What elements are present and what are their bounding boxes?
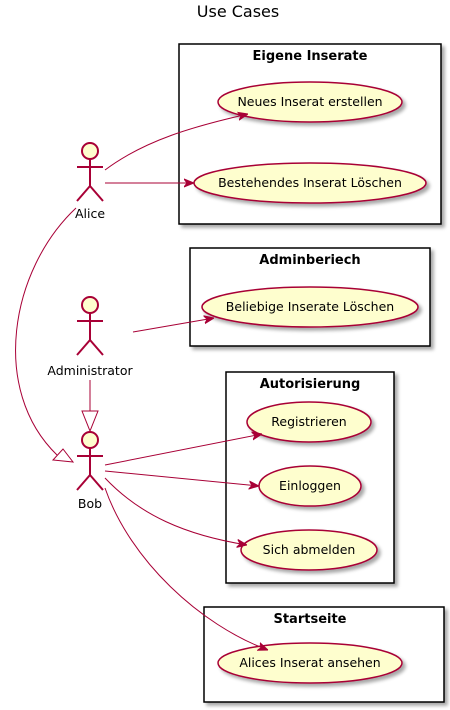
generalization-alice-bob: [15, 207, 77, 456]
usecase-sich-abmelden: Sich abmelden: [240, 529, 378, 571]
usecase-neues-inserat-erstellen: Neues Inserat erstellen: [217, 81, 403, 123]
assoc-bob-registrieren: [104, 434, 262, 466]
actor-label-administrator: Administrator: [47, 363, 133, 378]
usecase-label: Einloggen: [279, 478, 341, 493]
package-adminberiech: Adminberiech Beliebige Inserate Löschen: [189, 247, 431, 347]
usecase-label: Beliebige Inserate Löschen: [226, 299, 394, 314]
usecase-label: Bestehendes Inserat Löschen: [218, 175, 402, 190]
assoc-bob-sich-abmelden: [104, 477, 247, 545]
package-autorisierung: Autorisierung Registrieren Einloggen Sic…: [225, 371, 395, 584]
actor-alice: [76, 142, 104, 202]
assoc-bob-einloggen: [104, 470, 259, 486]
usecase-label: Alices Inserat ansehen: [239, 655, 380, 670]
package-title: Startseite: [273, 612, 346, 627]
package-title: Adminberiech: [259, 253, 360, 268]
usecase-registrieren: Registrieren: [246, 401, 372, 443]
assoc-alice-neues-inserat: [104, 114, 248, 171]
usecase-alices-inserat-ansehen: Alices Inserat ansehen: [217, 642, 403, 684]
usecase-beliebige-inserate-loeschen: Beliebige Inserate Löschen: [201, 286, 419, 328]
diagram-title: Use Cases: [197, 2, 279, 21]
assoc-admin-beliebige-inserate: [132, 318, 214, 333]
connections: [15, 114, 268, 650]
usecase-label: Registrieren: [271, 414, 346, 429]
package-title: Eigene Inserate: [253, 49, 368, 64]
actor-administrator: [76, 296, 104, 356]
usecase-label: Sich abmelden: [263, 542, 356, 557]
package-startseite: Startseite Alices Inserat ansehen: [203, 606, 445, 703]
usecase-einloggen: Einloggen: [258, 465, 362, 507]
generalization-arrowhead: [81, 410, 99, 433]
assoc-bob-alices-inserat: [104, 487, 268, 650]
actor-label-bob: Bob: [78, 496, 102, 511]
package-title: Autorisierung: [260, 377, 361, 392]
usecase-bestehendes-inserat-loeschen: Bestehendes Inserat Löschen: [193, 162, 427, 204]
package-eigene-inserate: Eigene Inserate Neues Inserat erstellen …: [178, 43, 442, 225]
actor-label-alice: Alice: [75, 206, 105, 221]
generalization-arrowhead: [51, 448, 75, 463]
actor-bob: [76, 431, 104, 491]
usecase-label: Neues Inserat erstellen: [237, 94, 382, 109]
